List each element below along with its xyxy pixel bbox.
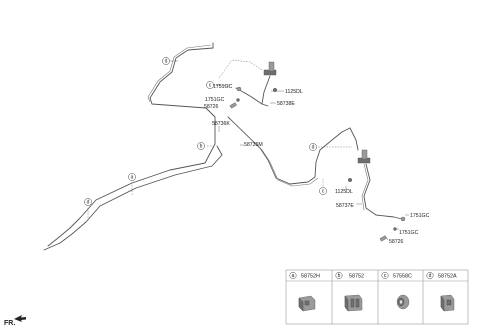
svg-text:58752A: 58752A	[438, 274, 457, 280]
svg-text:c: c	[209, 82, 212, 88]
fr-arrow-icon	[14, 315, 26, 322]
label-58736k: 58736K	[212, 121, 230, 127]
svg-text:d: d	[165, 58, 168, 64]
front-direction-indicator: FR.	[4, 315, 26, 327]
rear-fitting	[361, 149, 368, 160]
label-58726-top: 58726	[204, 104, 219, 110]
rear-clip	[400, 216, 406, 222]
label-1125dl-top: 1125DL	[285, 89, 303, 95]
svg-text:c: c	[384, 273, 387, 279]
fr-label: FR.	[4, 320, 15, 327]
rear-bolt	[348, 177, 353, 182]
callout-c-rear: c	[319, 187, 327, 195]
svg-text:d: d	[87, 199, 90, 205]
legend-header-b: b 58752	[335, 272, 364, 280]
svg-text:58752H: 58752H	[301, 274, 320, 280]
rear-brake-hose-assembly	[318, 127, 406, 242]
svg-text:b: b	[338, 273, 341, 279]
leader-lines	[87, 60, 409, 241]
svg-text:a: a	[292, 273, 295, 279]
legend-header-a: a 58752H	[289, 272, 320, 280]
parts-legend-table: a 58752H b 58752 c 57558C d 58752A	[285, 269, 469, 325]
callout-a-main: a	[128, 173, 136, 181]
upper-nut	[236, 98, 240, 102]
label-58738e: 58738E	[277, 101, 295, 107]
callout-d-rear: d	[309, 143, 317, 151]
label-1751gc-right1: 1751GC	[410, 213, 430, 219]
label-58737e: 58737E	[336, 203, 354, 209]
grommet-57558c-image	[396, 294, 410, 310]
clip-58752h-image	[298, 295, 316, 312]
label-58726-right: 58726	[389, 239, 404, 245]
label-1751gc-mid: 1751GC	[205, 97, 225, 103]
svg-text:57558C: 57558C	[393, 274, 412, 280]
label-58735m: 58735M	[244, 142, 263, 148]
svg-text:b: b	[200, 143, 203, 149]
legend-border	[285, 269, 469, 325]
label-1125dl-right: 1125DL	[335, 189, 353, 195]
svg-text:58752: 58752	[349, 274, 364, 280]
callout-d-front: d	[84, 198, 92, 206]
main-brake-tube	[43, 42, 351, 251]
upper-clip	[236, 86, 242, 92]
callout-b-main: b	[197, 142, 205, 150]
rear-grommet	[379, 235, 387, 242]
label-1751gc-top: 1751GC	[213, 84, 233, 90]
clip-58752a-image	[440, 294, 455, 312]
upper-grommet	[229, 102, 237, 109]
upper-fitting	[268, 61, 275, 72]
svg-text:a: a	[131, 174, 134, 180]
label-1751gc-right2: 1751GC	[399, 230, 419, 236]
callout-d-top: d	[162, 57, 170, 65]
svg-text:d: d	[429, 273, 432, 279]
upper-bolt	[273, 87, 278, 92]
svg-text:d: d	[312, 144, 315, 150]
clip-58752-image	[344, 294, 363, 312]
legend-header-c: c 57558C	[381, 272, 412, 280]
svg-text:c: c	[322, 188, 325, 194]
callout-c-top: c	[206, 81, 214, 89]
legend-header-d: d 58752A	[426, 272, 457, 280]
